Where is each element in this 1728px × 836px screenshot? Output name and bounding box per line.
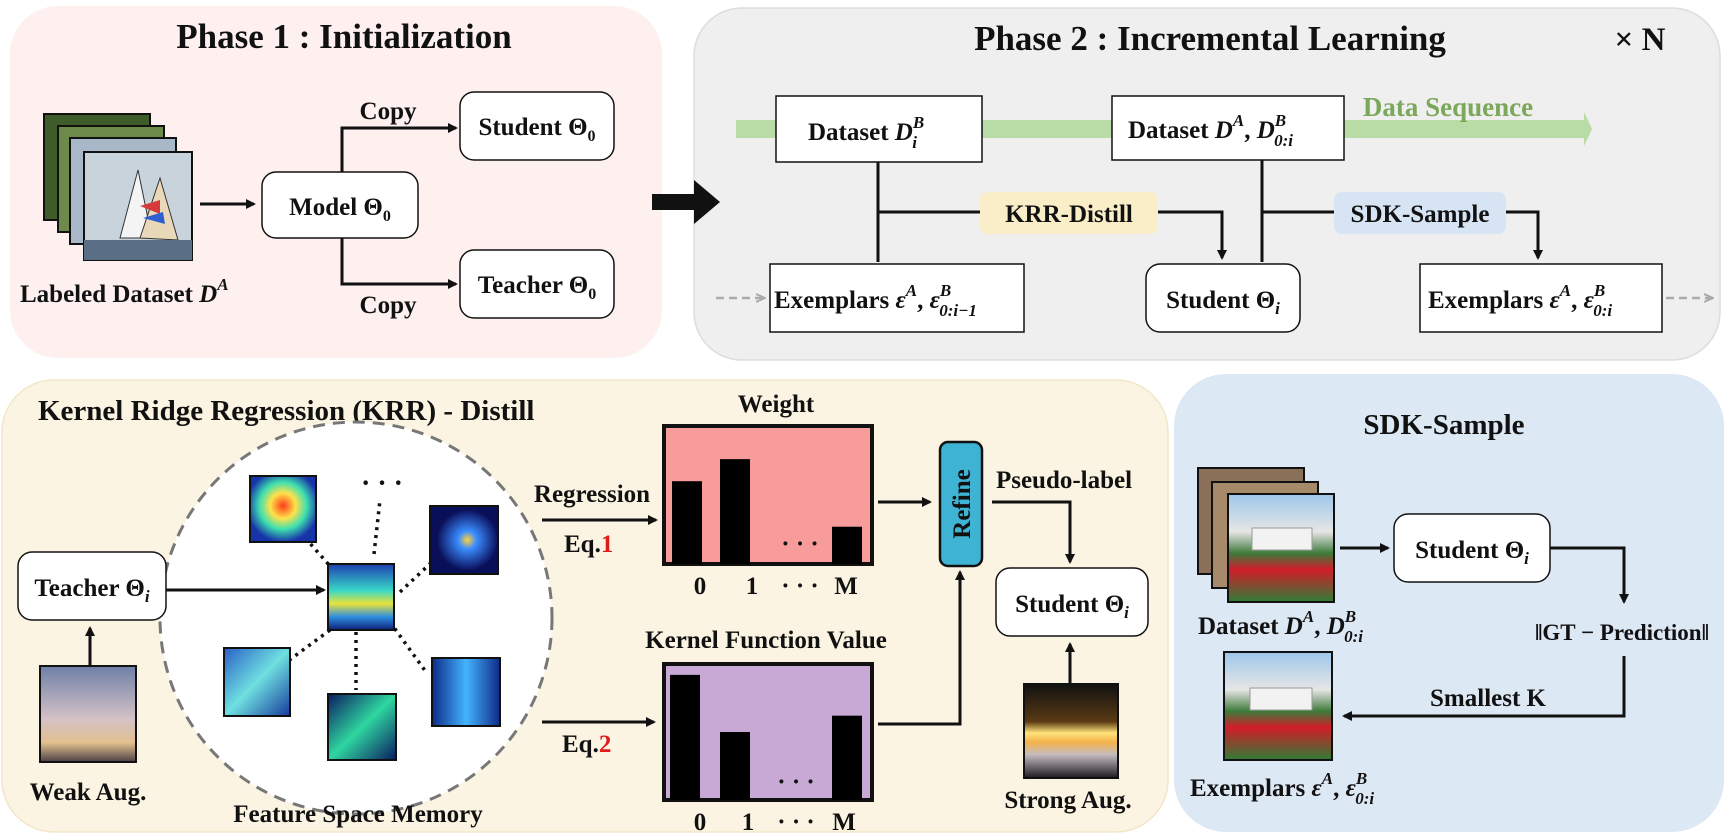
refine-label: Refine [949,469,976,538]
dataset-di-b-box [775,95,983,163]
weight-tick-m: M [834,573,858,600]
krr-student-box [995,567,1149,637]
sdk-title: SDK-Sample [1363,409,1524,441]
sdk-sample-tag-label: SDK-Sample [1351,201,1490,228]
teacher-theta0-label: Teacher Θ0 [478,272,596,303]
data-sequence-label: Data Sequence [1363,92,1533,122]
student-theta-i-label: Student Θi [1166,287,1280,318]
kernel-tick-m: M [832,809,856,836]
kernel-bar-dots: · · · [777,769,815,796]
weight-chart [662,424,874,566]
weight-tick-dots: · · · [781,573,819,600]
krr-student-label: Student Θi [1015,591,1129,622]
memory-more-dots: · · · [361,468,403,499]
phase-transition-arrow [652,180,720,224]
model-theta0-box [261,171,419,239]
weight-bar-m [832,526,862,564]
smallest-k-label: Smallest K [1430,685,1547,712]
heatmap-small-object [429,505,499,575]
sdk-student-label: Student Θi [1415,537,1529,568]
memory-links [282,499,436,690]
weight-chart-title: Weight [738,391,815,418]
heatmap-airplane [431,657,501,727]
feature-space-memory-label: Feature Space Memory [233,801,483,828]
copy-top-label: Copy [360,98,417,125]
heatmap-flower [249,475,317,543]
teacher-theta-i-label: Teacher Θi [34,575,149,606]
strong-aug-label: Strong Aug. [1004,787,1131,814]
weight-bar-0 [672,481,702,564]
strong-aug-image [1023,683,1119,779]
gt-prediction-label: ‖GT − Prediction‖ [1535,620,1709,645]
sdk-dataset-images [1197,467,1335,603]
kernel-chart-title: Kernel Function Value [645,627,887,654]
dataset-da-db-box [1111,95,1345,161]
eq2-label: Eq.2 [562,731,611,758]
student-theta0-box [459,91,615,161]
weight-tick-0: 0 [694,573,707,600]
heatmap-zebra [327,693,397,761]
copy-bottom-label: Copy [360,292,417,319]
student-theta0-label: Student Θ0 [478,114,595,145]
student-theta-i-box [1145,263,1301,333]
phase1-title: Phase 1 : Initialization [176,17,511,56]
kernel-tick-1: 1 [742,809,755,836]
krr-title: Kernel Ridge Regression (KRR) - Distill [38,395,534,427]
labeled-dataset-label: Labeled Dataset DA [20,275,229,308]
exemplars-new-box [1419,263,1663,333]
teacher-theta-i-box [17,551,167,621]
krr-distill-tag-label: KRR-Distill [1005,201,1133,228]
weight-tick-1: 1 [746,573,759,600]
weight-bar-dots: · · · [781,531,819,558]
weight-bar-1 [720,459,750,564]
teacher-theta0-box [459,249,615,319]
kernel-bar-0 [670,674,700,800]
weak-aug-image [39,665,137,763]
kernel-bar-1 [720,732,750,800]
weak-aug-label: Weak Aug. [30,779,147,806]
kernel-chart [662,662,874,802]
eq1-label: Eq.1 [564,531,613,558]
sdk-sample-tag [1334,192,1506,234]
repeat-n-label: × N [1615,22,1666,58]
exemplars-prev-box [769,263,1025,333]
heatmap-car [223,647,291,717]
kernel-tick-0: 0 [694,809,707,836]
memory-heatmaps [223,475,501,761]
refine-block [938,440,984,568]
regression-label: Regression [534,481,650,508]
labeled-dataset-images [43,113,193,261]
kernel-tick-dots: · · · [777,809,815,836]
kernel-bar-m [832,715,862,800]
pseudo-label-text: Pseudo-label [996,467,1132,494]
phase2-title: Phase 2 : Incremental Learning [974,19,1446,58]
heatmap-center-query [327,563,395,631]
model-theta0-label: Model Θ0 [289,194,391,225]
krr-distill-tag [980,192,1158,234]
